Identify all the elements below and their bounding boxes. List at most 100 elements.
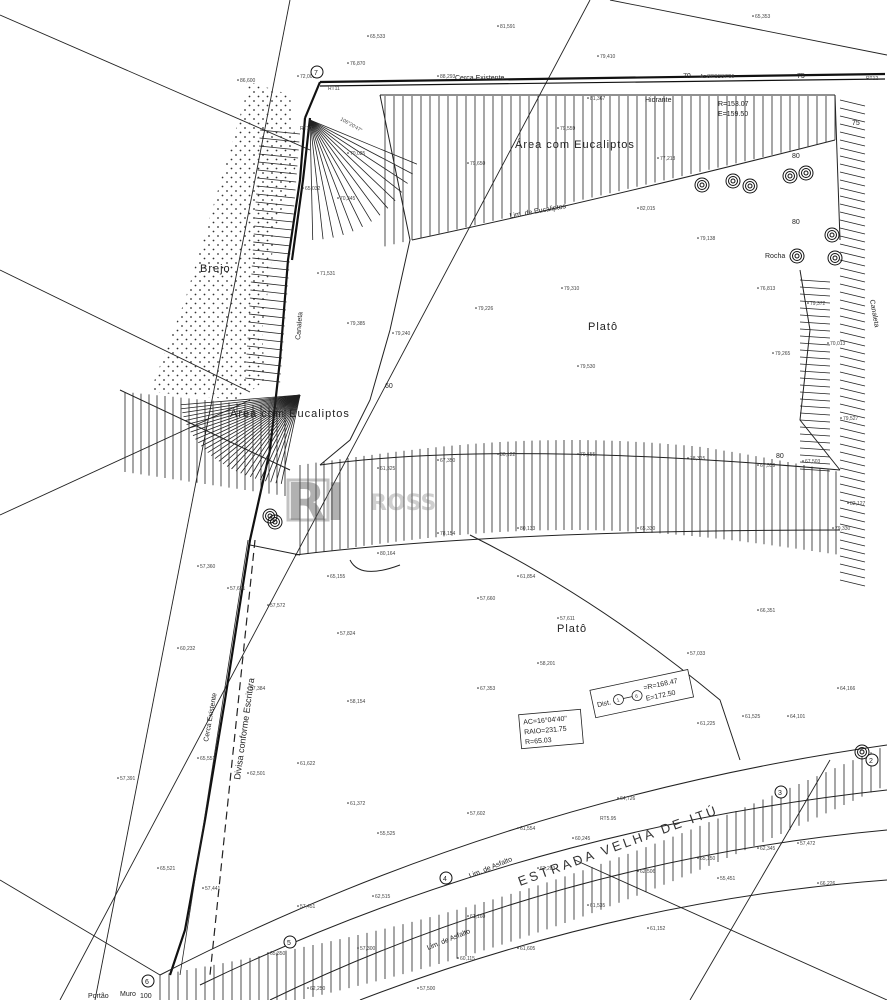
svg-text:1: 1 (616, 697, 620, 703)
spot-elevation-point (697, 237, 699, 239)
label-area-eucaliptos-left: Área com Eucaliptos (230, 407, 350, 420)
spot-elevation-point (840, 417, 842, 419)
spot-elevation: 66,226 (820, 881, 836, 887)
tree-icon (824, 227, 840, 243)
spot-elevation: 57,500 (420, 986, 436, 992)
spot-elevation: 57,441 (205, 886, 221, 892)
spot-elevation-point (157, 867, 159, 869)
spot-elevation: 66,351 (760, 608, 776, 614)
spot-elevation: 62,515 (375, 894, 391, 900)
label-cerca-left: Cerca Existente (203, 692, 218, 742)
spot-elevation: 79,372 (810, 301, 826, 307)
spot-elevation-point (597, 55, 599, 57)
spot-elevation-point (117, 777, 119, 779)
spot-elevation-point (227, 587, 229, 589)
spot-elevation-point (477, 597, 479, 599)
spot-elevation-point (557, 617, 559, 619)
spot-elevation: 65,330 (640, 526, 656, 532)
spot-elevation-point (757, 847, 759, 849)
spot-elevation: 57,360 (200, 564, 216, 570)
rt10: RT10 (300, 126, 312, 132)
rt12: RT12 (866, 76, 878, 82)
spot-elevation-point (457, 957, 459, 959)
spot-elevation-point (247, 772, 249, 774)
contour-70: 70 (683, 73, 691, 80)
spot-elevation-point (697, 857, 699, 859)
spot-elevation: 78,154 (440, 531, 456, 537)
spot-elevation: 57,611 (560, 616, 575, 622)
spot-elevation-point (347, 802, 349, 804)
spot-elevation-point (717, 877, 719, 879)
svg-text:4: 4 (443, 876, 447, 883)
spot-elevation: 58,201 (540, 661, 556, 667)
spot-elevation: 61,325 (380, 466, 396, 472)
spot-elevation-point (757, 287, 759, 289)
spot-elevation: 71,531 (320, 271, 336, 277)
spot-elevation: 86,600 (240, 78, 256, 84)
spot-elevation-point (537, 867, 539, 869)
spot-elevation: 62,345 (760, 846, 776, 852)
rt11: RT11 (328, 86, 340, 92)
spot-elevation: 65,521 (160, 866, 176, 872)
spot-elevation: 65,150 (700, 856, 716, 862)
tree-icon (782, 168, 798, 184)
spot-elevation: 57,824 (340, 631, 356, 637)
spot-elevation-point (617, 797, 619, 799)
spot-elevation-point (347, 62, 349, 64)
spot-elevation: 65,350 (270, 951, 286, 957)
spot-elevation: 58,154 (350, 699, 366, 705)
spot-elevation: 79,240 (395, 331, 411, 337)
spot-elevation-point (787, 715, 789, 717)
spot-elevation: 61,622 (300, 761, 316, 767)
marker-7: 7 (310, 65, 324, 79)
spot-elevation: 67,353 (480, 686, 496, 692)
svg-text:Dist.: Dist. (597, 699, 612, 709)
spot-elevation: 61,152 (650, 926, 666, 932)
spot-elevation-point (697, 722, 699, 724)
spot-elevation-point (197, 565, 199, 567)
spot-elevation-point (417, 987, 419, 989)
spot-elevation-point (197, 757, 199, 759)
tree-icon (267, 514, 283, 530)
spot-elevation-point (827, 342, 829, 344)
curve-top-r: R=153.07 (718, 101, 749, 108)
spot-elevation-point (757, 464, 759, 466)
tree-icon (798, 165, 814, 181)
spot-elevation-point (367, 35, 369, 37)
spot-elevation-point (337, 632, 339, 634)
spot-elevation: 76,813 (760, 286, 776, 292)
label-lim-asfalto-1: Lim. de Asfalto (468, 856, 513, 880)
marker-5: 5 (283, 935, 297, 949)
spot-elevation-point (347, 152, 349, 154)
spot-elevation: 61,535 (590, 903, 606, 909)
spot-elevation: 77,213 (660, 156, 676, 162)
curve-data-box: AC=16°04'40" RAIO=231.75 R=65.03 (518, 708, 584, 750)
spot-elevation-point (297, 762, 299, 764)
tree-icon (742, 178, 758, 194)
spot-elevation: 57,451 (300, 904, 316, 910)
spot-elevation-point (437, 459, 439, 461)
spot-elevation: 55,451 (720, 876, 736, 882)
spot-elevation: 81,367 (590, 96, 606, 102)
spot-elevation: 61,554 (520, 826, 536, 832)
svg-text:R=65.03: R=65.03 (525, 737, 552, 746)
contour-80b: 80 (792, 219, 800, 226)
spot-elevation: 62,250 (310, 986, 326, 992)
spot-elevation: 57,572 (270, 603, 286, 609)
spot-elevation: 79,410 (600, 54, 616, 60)
spot-elevation: 57,660 (480, 596, 496, 602)
spot-elevation: 57,602 (470, 811, 486, 817)
spot-elevation-point (237, 79, 239, 81)
spot-elevation-point (467, 812, 469, 814)
label-plato-lower: Platô (557, 623, 587, 635)
spot-elevation-point (357, 947, 359, 949)
spot-elevation-point (302, 187, 304, 189)
spot-elevation: 79,310 (564, 286, 580, 292)
spot-elevation: 61,160 (470, 914, 486, 920)
slope-hachures (124, 96, 881, 1000)
marker-3: 3 (774, 785, 788, 799)
spot-elevation: 60,115 (460, 956, 475, 962)
angle-left: 106°20'47" (339, 117, 363, 134)
spot-elevation-point (587, 904, 589, 906)
spot-elevation-point (347, 700, 349, 702)
